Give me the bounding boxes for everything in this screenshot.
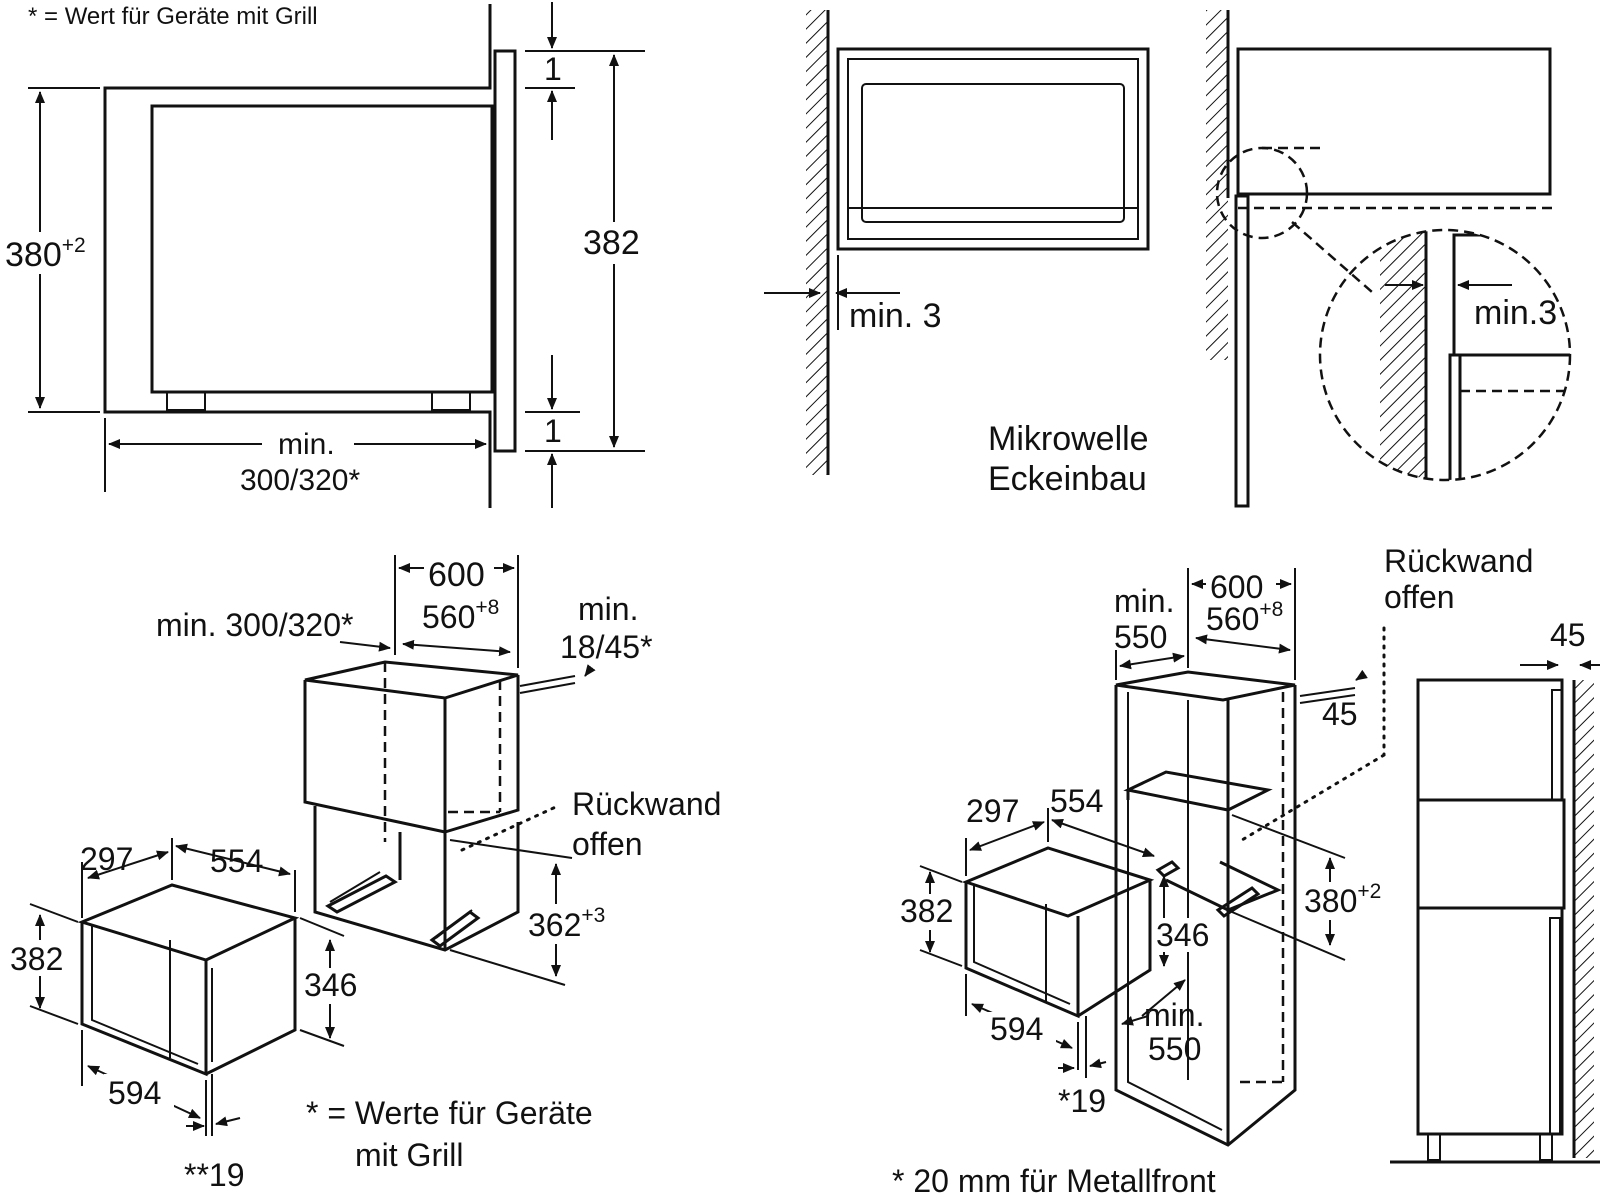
title-line-1: Mikrowelle [988,420,1149,458]
cab-inner-value: 560+8 [422,596,499,635]
microwave-door-window [861,83,1125,223]
device-outline [150,104,494,394]
cabinet-outline [103,4,492,508]
height-value: 380+2 [5,234,86,274]
back-open-label-1: Rückwand [572,786,721,822]
corner-installation-drawing: min. 3 min.3 Mikrowelle Eckeinbau [764,10,1572,508]
niche-height-value: 362+3 [528,904,605,943]
dev-body-value: 346 [304,967,357,1003]
br-dev-body-value: 346 [1156,917,1209,953]
br-dev-width-value: 554 [1050,783,1103,819]
br-min-value: 550 [1114,619,1167,655]
cab-width-value: 600 [428,556,485,594]
detail-gap-value: min.3 [1474,294,1557,332]
depth-value: 300/320* [240,464,360,497]
grill-note-line-2: mit Grill [355,1137,463,1173]
back-open-label-2: offen [572,826,643,862]
br-dev-panel-value: *19 [1058,1083,1106,1119]
br-back-open-label-2: offen [1384,579,1455,615]
front-height-value: 382 [583,224,640,262]
br-wall-gap-value: 45 [1550,617,1586,653]
br-dev-depth-value: 297 [966,793,1019,829]
device-foot [166,391,206,411]
gap-bottom-value: 1 [544,413,562,449]
microwave-front [836,47,1150,251]
dev-height-value: 382 [10,941,63,977]
cab-back-label: min. [578,591,638,627]
br-side-gap-value: 45 [1322,696,1358,732]
dev-panel-value: **19 [184,1157,245,1193]
br-min-label: min. [1114,583,1174,619]
br-dev-front-value: 594 [990,1011,1043,1047]
title-line-2: Eckeinbau [988,460,1147,498]
device-top [77,883,300,962]
depth-label: min. [278,428,335,461]
device-foot [431,391,471,411]
dev-width-value: 554 [210,843,263,879]
tall-cabinet-drawing: 600 560+8 min. 300/320* min. 18/45* Rück… [8,554,721,1193]
br-cab-width-value: 600 [1210,569,1263,605]
br-niche-height-value: 380+2 [1304,880,1381,919]
br-floor-value: 550 [1148,1031,1201,1067]
cabinet-side-panel [1234,194,1250,508]
corner-tall-cabinet-drawing: 600 560+8 min. 550 45 Rückwand offen 380… [892,543,1600,1199]
dev-front-value: 594 [108,1075,161,1111]
microwave-side [1236,47,1552,196]
wall-gap-value: min. 3 [849,297,942,335]
metal-front-note: * 20 mm für Metallfront [892,1163,1216,1199]
side-section-drawing: * = Wert für Geräte mit Grill 380+2 1 38… [2,2,650,508]
cab-back-value: 18/45* [560,629,653,665]
br-dev-height-value: 382 [900,893,953,929]
wall-hatch [806,10,828,475]
br-cab-inner-value: 560+8 [1206,598,1283,637]
gap-top-value: 1 [544,51,562,87]
br-device-top [961,846,1155,918]
br-floor-min-label: min. [1144,997,1204,1033]
cab-depth-value: min. 300/320* [156,607,353,643]
br-back-open-label-1: Rückwand [1384,543,1533,579]
dev-depth-value: 297 [80,841,133,877]
front-panel [493,49,517,453]
grill-note: * = Wert für Geräte mit Grill [28,3,318,30]
grill-note-line-1: * = Werte für Geräte [306,1095,593,1131]
